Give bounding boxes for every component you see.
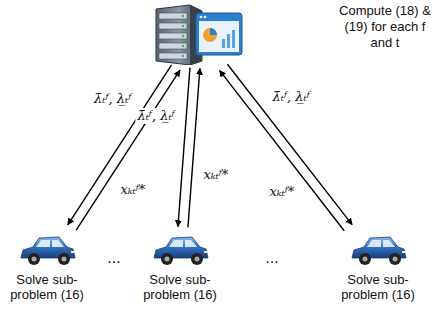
server-node: Compute (18) & (19) for each f and t [150,3,245,65]
car-icon [135,230,225,268]
vehicle-node: Solve sub-problem (16) [333,230,423,302]
message-arrow [227,64,352,224]
edge-label: xₖₜᶠ* [267,184,296,200]
message-arrow [76,70,180,230]
message-arrow [178,68,190,227]
edge-label: λ̄ₜᶠ, λ̲ₜᶠ [271,89,312,105]
ellipsis-label: ... [107,249,120,267]
edge-label: λ̄ₜᶠ, λ̲ₜᶠ [92,91,133,107]
edge-label: xₖₜᶠ* [201,167,230,183]
car-icon [2,230,92,268]
vehicle-node: Solve sub-problem (16) [135,230,225,302]
message-arrow [188,68,200,227]
node-caption: Solve sub-problem (16) [2,272,92,302]
node-caption: Solve sub-problem (16) [333,272,423,302]
edge-label: xₖₜᶠ* [118,182,147,198]
ellipsis-label: ... [265,249,278,267]
vehicle-node: Solve sub-problem (16) [2,230,92,302]
edge-label: λ̄ₜᶠ, λ̲ₜᶠ [135,108,176,124]
node-caption: Solve sub-problem (16) [135,272,225,302]
car-icon [333,230,423,268]
message-arrow [68,65,172,225]
node-caption: Compute (18) & (19) for each f and t [338,3,432,51]
message-arrow [220,70,345,230]
server-icon [150,3,245,65]
